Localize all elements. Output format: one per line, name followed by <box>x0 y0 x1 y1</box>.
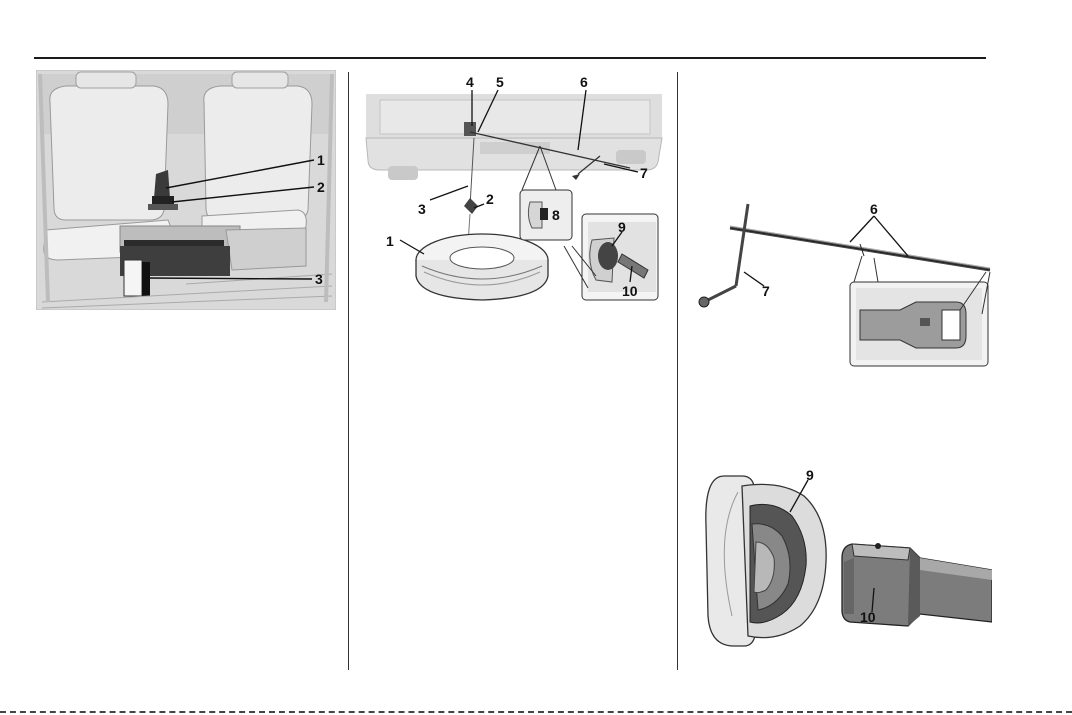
callout-3: 3 <box>315 271 323 287</box>
callout-1: 1 <box>317 152 325 168</box>
figure-jack-handle-rods: 6 7 <box>690 198 996 370</box>
figure-access-hole-closeup: 9 10 <box>704 466 992 656</box>
callout-9: 9 <box>806 467 814 483</box>
callout-2: 2 <box>486 191 494 207</box>
callout-8: 8 <box>552 207 560 223</box>
seat-illustration: 1 2 3 <box>36 70 336 310</box>
callout-7: 7 <box>640 165 648 181</box>
figure-spare-tire-hoist: 4 5 6 7 3 2 1 8 9 10 <box>360 70 670 306</box>
column-divider-left <box>348 72 349 670</box>
callout-6: 6 <box>580 74 588 90</box>
callout-3: 3 <box>418 201 426 217</box>
callout-6: 6 <box>870 201 878 217</box>
tire-hoist-illustration: 4 5 6 7 3 2 1 8 9 10 <box>360 70 670 306</box>
callout-7: 7 <box>762 283 770 299</box>
figure-seat-jack-storage: 1 2 3 <box>36 70 336 310</box>
callout-5: 5 <box>496 74 504 90</box>
header-rule <box>34 57 986 59</box>
callout-4: 4 <box>466 74 474 90</box>
access-hole-illustration: 9 10 <box>704 466 992 656</box>
callout-10: 10 <box>622 283 638 299</box>
footer-rule <box>0 711 1072 713</box>
jack-rod-illustration: 6 7 <box>690 198 996 370</box>
callout-9: 9 <box>618 219 626 235</box>
callout-2: 2 <box>317 179 325 195</box>
callout-10: 10 <box>860 609 876 625</box>
callout-1: 1 <box>386 233 394 249</box>
column-divider-right <box>677 72 678 670</box>
